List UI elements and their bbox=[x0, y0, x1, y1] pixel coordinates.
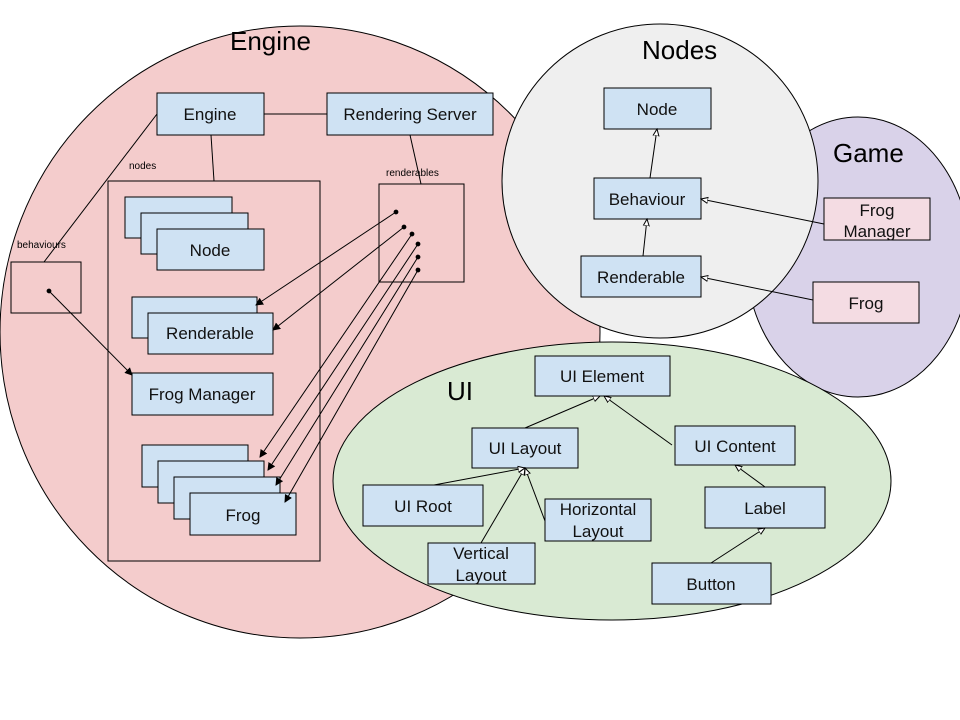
game-frog-to-renderable-arrow bbox=[701, 277, 814, 301]
ui-root-box bbox=[362, 484, 484, 527]
ui-content-label: UI Content bbox=[694, 437, 776, 456]
rendering-server-box bbox=[326, 92, 494, 136]
game-region-title: Game bbox=[833, 138, 904, 168]
horizontal-layout-to-ui-layout-arrow bbox=[525, 468, 546, 522]
ui-element-box bbox=[534, 355, 671, 397]
frog-manager-engine-label: Frog Manager bbox=[149, 385, 256, 404]
game-frog-manager-box bbox=[823, 197, 931, 241]
renderable-box bbox=[580, 255, 702, 298]
node-box bbox=[603, 87, 712, 130]
ui-layout-label: UI Layout bbox=[489, 439, 562, 458]
vertical-layout-line2: Layout bbox=[455, 566, 506, 585]
game-frog-label: Frog bbox=[849, 294, 884, 313]
ui-content-to-ui-element-arrow bbox=[604, 396, 673, 446]
vertical-layout-line1: Vertical bbox=[453, 544, 509, 563]
game-frog-manager-to-behaviour-arrow bbox=[701, 199, 825, 225]
ui-root-label: UI Root bbox=[394, 497, 452, 516]
renderable-stack-label: Renderable bbox=[166, 324, 254, 343]
frog-stack-label: Frog bbox=[226, 506, 261, 525]
engine-region-title: Engine bbox=[230, 26, 311, 56]
button-box bbox=[651, 562, 772, 605]
renderables-container-label: renderables bbox=[386, 168, 439, 179]
engine-box-label: Engine bbox=[184, 105, 237, 124]
button-box-label: Button bbox=[686, 575, 735, 594]
horizontal-layout-box bbox=[544, 498, 652, 542]
nodes-container-label: nodes bbox=[129, 161, 156, 172]
node-stack-label: Node bbox=[190, 241, 231, 260]
behaviour-box bbox=[593, 177, 702, 220]
ui-layout-box bbox=[471, 427, 579, 469]
nodes-region-title: Nodes bbox=[642, 35, 717, 65]
frog-manager-engine-box bbox=[131, 372, 274, 416]
ui-region-title: UI bbox=[447, 376, 473, 406]
ui-element-label: UI Element bbox=[560, 367, 644, 386]
game-frog-box bbox=[812, 281, 920, 324]
label-box-label: Label bbox=[744, 499, 786, 518]
ui-content-box bbox=[674, 425, 796, 466]
vertical-layout-box bbox=[427, 542, 536, 585]
rendering-server-to-renderables-line bbox=[409, 134, 422, 185]
game-frog-manager-line1: Frog bbox=[860, 201, 895, 220]
engine-box bbox=[156, 92, 265, 136]
label-to-ui-content-arrow bbox=[735, 465, 766, 488]
horizontal-layout-line1: Horizontal bbox=[560, 500, 637, 519]
behaviours-container-label: behaviours bbox=[17, 240, 66, 251]
horizontal-layout-line2: Layout bbox=[572, 522, 623, 541]
rendering-server-label: Rendering Server bbox=[343, 105, 477, 124]
ui-root-to-ui-layout-arrow bbox=[433, 468, 525, 486]
behaviour-to-node-arrow bbox=[649, 129, 657, 179]
game-frog-manager-line2: Manager bbox=[843, 222, 910, 241]
renderable-to-behaviour-arrow bbox=[643, 219, 647, 257]
button-to-label-arrow bbox=[710, 528, 765, 564]
ui-layout-to-ui-element-arrow bbox=[524, 396, 600, 429]
engine-to-nodes-line bbox=[210, 134, 215, 182]
renderable-stack-front bbox=[147, 312, 274, 355]
engine-to-behaviours-line bbox=[43, 113, 158, 263]
renderable-box-label: Renderable bbox=[597, 268, 685, 287]
renderables-pointer-6 bbox=[284, 267, 421, 503]
node-stack-front bbox=[156, 228, 265, 271]
behaviour-box-label: Behaviour bbox=[609, 190, 686, 209]
vertical-layout-to-ui-layout-arrow bbox=[480, 468, 525, 544]
frog-stack-front bbox=[189, 492, 297, 536]
behaviours-container bbox=[10, 261, 82, 314]
node-box-label: Node bbox=[637, 100, 678, 119]
behaviours-to-frog-manager-arrow bbox=[46, 288, 133, 376]
